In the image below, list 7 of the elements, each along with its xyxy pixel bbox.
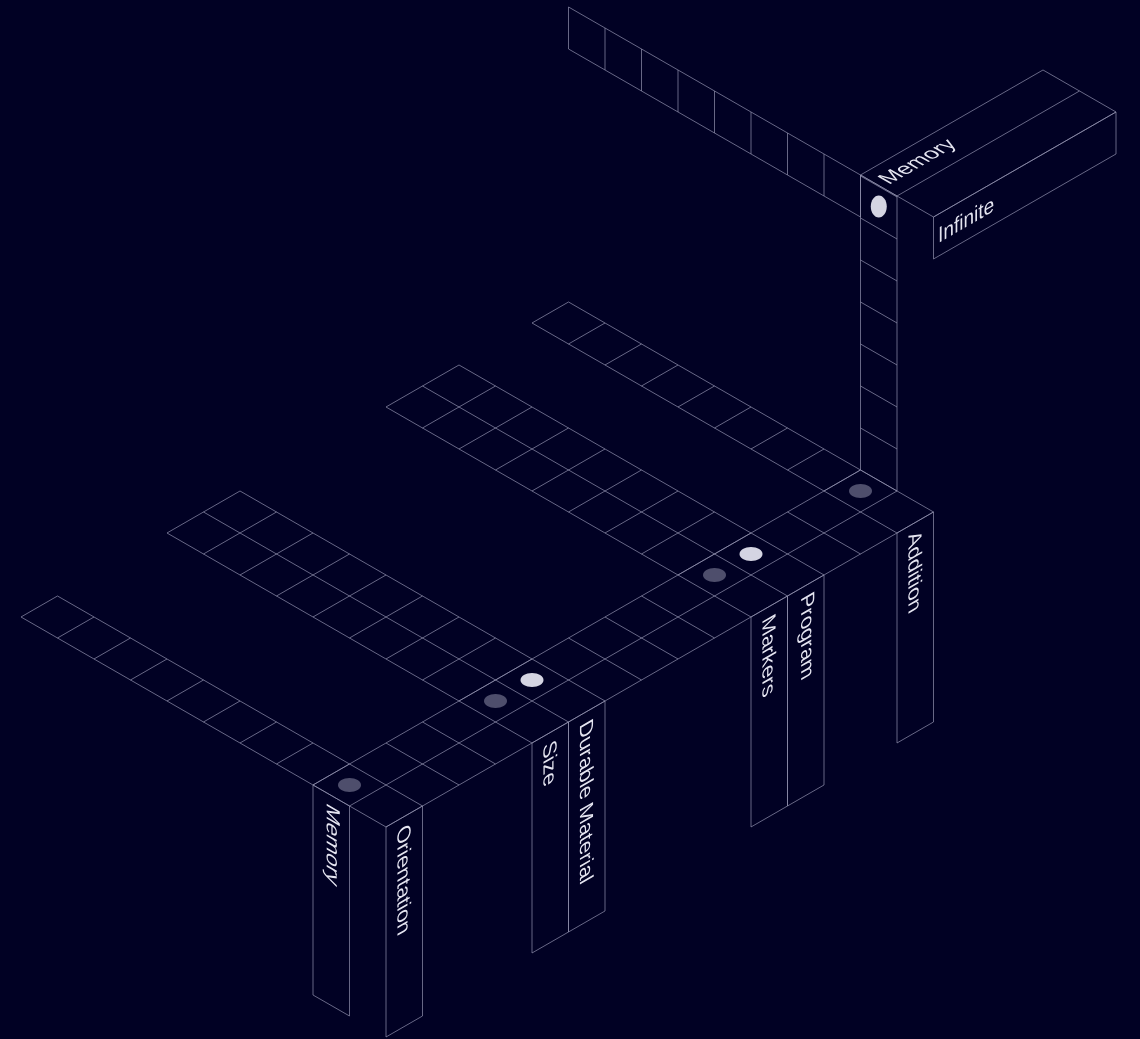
label-face: Durable Material — [568, 700, 606, 933]
label-face: Markers — [750, 595, 788, 828]
label-face: Addition — [896, 511, 934, 744]
label-face: Size — [531, 721, 569, 954]
label-face: Program — [787, 574, 825, 807]
label-face: Orientation — [385, 805, 423, 1038]
label-face: Memory — [312, 784, 350, 1017]
